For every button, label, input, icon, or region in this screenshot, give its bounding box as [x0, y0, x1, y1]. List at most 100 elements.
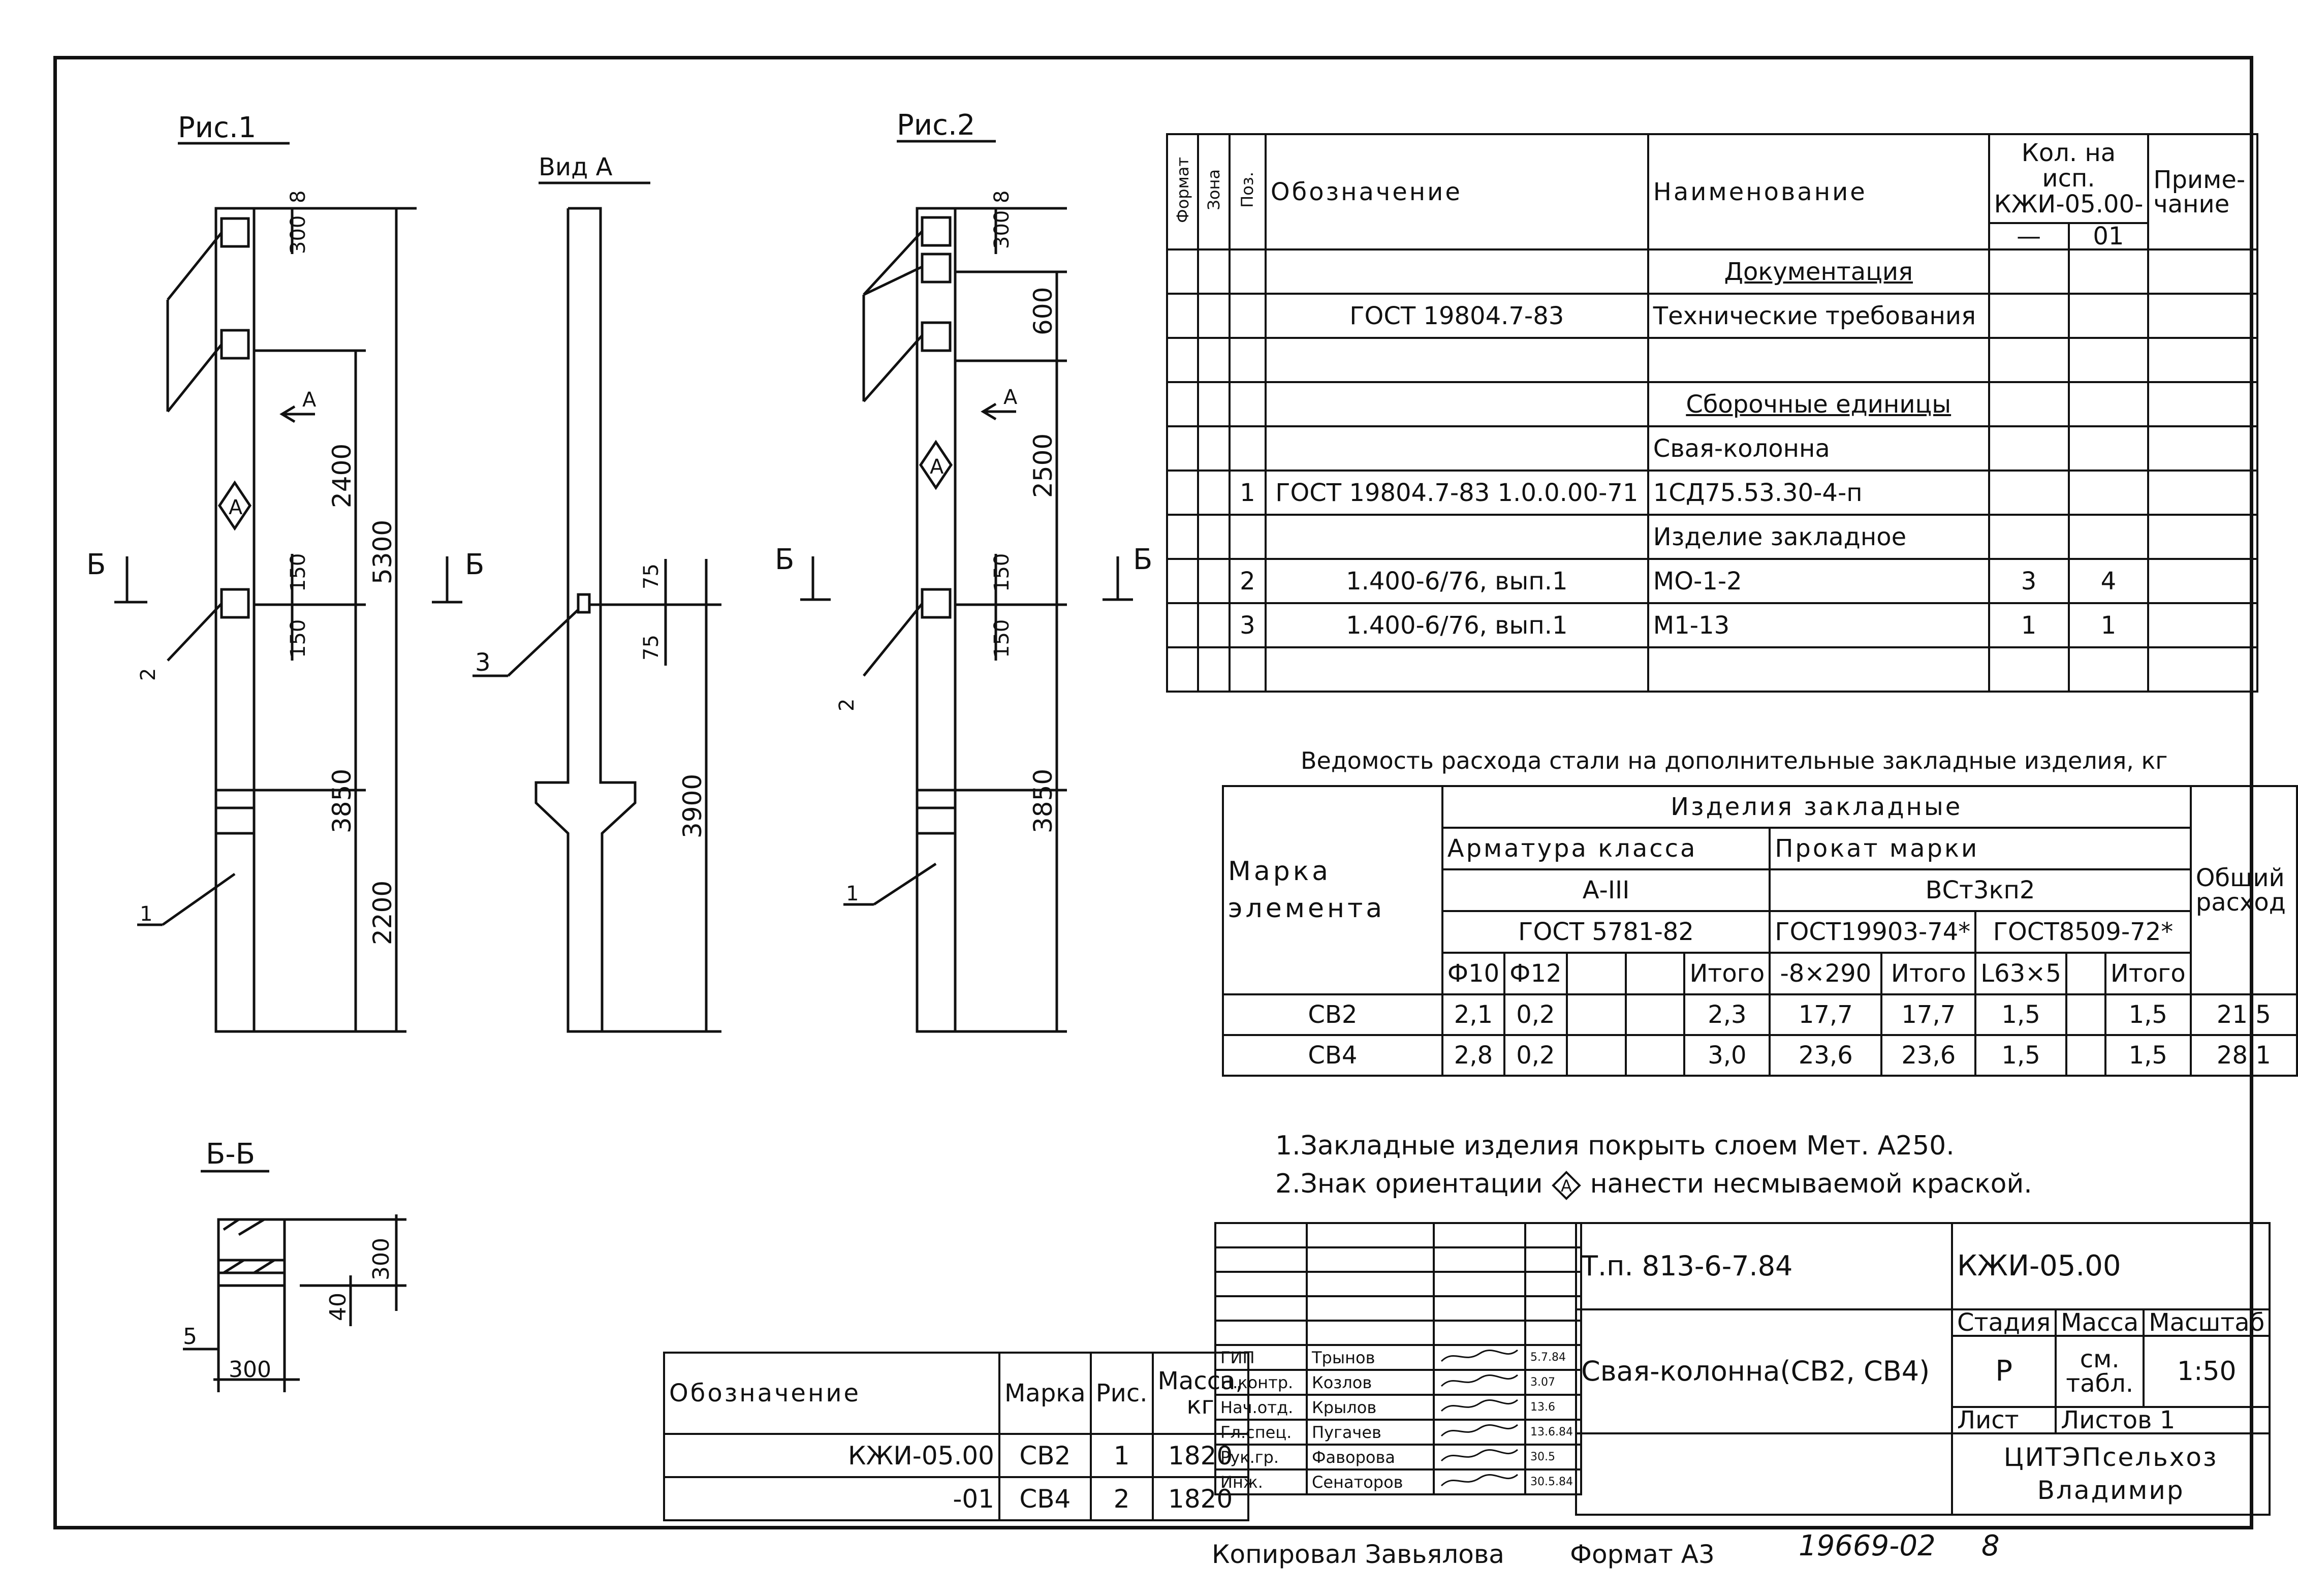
- spec-cell-q1: [1988, 248, 2070, 295]
- spec-h-qty-a: —: [1988, 222, 2070, 251]
- steel-col-header: [1624, 952, 1686, 995]
- steel-h-total: Общий расход: [2189, 785, 2298, 995]
- fig1-sec-right: Б: [465, 548, 484, 581]
- steel-value: 1,5: [2104, 993, 2192, 1036]
- steel-h-group: Изделия закладные: [1441, 785, 2192, 829]
- spec-cell-empty: [1166, 381, 1200, 427]
- spec-h-qty: Кол. на исп. КЖИ-05.00-: [1988, 133, 2150, 224]
- spec-h-designation: Обозначение: [1264, 133, 1649, 251]
- spec-h-name: Наименование: [1647, 133, 1990, 251]
- steel-value: [1624, 993, 1686, 1036]
- section-title: Б-Б: [206, 1138, 255, 1171]
- steel-value: 1,5: [1974, 993, 2067, 1036]
- signer-date: 3.07: [1524, 1369, 1582, 1396]
- spec-cell-empty: [2147, 381, 2258, 427]
- spec-cell-empty: [2147, 470, 2258, 516]
- steel-h-rolled-gost-a: ГОСТ19903-74*: [1769, 910, 1977, 954]
- steel-total: 21,5: [2189, 993, 2298, 1036]
- variant-fig: 1: [1089, 1433, 1154, 1478]
- spec-cell-empty: [1166, 558, 1200, 604]
- fig2-dim-150a: 150: [990, 553, 1014, 592]
- fig1-dim-150b: 150: [287, 619, 310, 658]
- signer-date: 13.6.84: [1524, 1419, 1582, 1446]
- spec-cell-q2: [2067, 248, 2150, 295]
- spec-h-pos: Поз.: [1228, 133, 1267, 251]
- section-dim-300v: 300: [368, 1238, 394, 1280]
- fig2-drawing: Рис.2 А 300 8 600 2500 150 150: [775, 109, 1152, 1033]
- fig1-drawing: Рис.1 А 300 8 2400 5300 150 150: [86, 111, 484, 1033]
- spec-cell-empty: [2147, 514, 2258, 560]
- spec-cell-name: Свая-колонна: [1647, 425, 1990, 472]
- fig1-orient-mark: А: [229, 496, 243, 519]
- steel-value: [2065, 1034, 2106, 1077]
- steel-h-rolled-gost-b: ГОСТ8509-72*: [1974, 910, 2192, 954]
- spec-cell-q1: [1988, 425, 2070, 472]
- var-h-mark: Марка: [998, 1352, 1092, 1435]
- steel-h-armature: Арматура класса: [1441, 827, 1771, 870]
- fig2-sec-left: Б: [775, 543, 794, 576]
- steel-value: 1,5: [2104, 1034, 2192, 1077]
- spec-cell-pos: [1228, 293, 1267, 339]
- orient-mark-icon: А: [1551, 1170, 1582, 1201]
- signature-image: [1433, 1369, 1526, 1396]
- spec-cell-empty: [1166, 514, 1200, 560]
- steel-col-header: -8×290: [1769, 952, 1883, 995]
- spec-cell-q2: [2067, 646, 2150, 693]
- spec-cell-empty: [1197, 602, 1231, 648]
- var-h-fig: Рис.: [1089, 1352, 1154, 1435]
- tb-org2: Владимир: [2037, 1476, 2185, 1505]
- tb-org: ЦИТЭПсельхоз Владимир: [1950, 1432, 2271, 1516]
- footer-format: Формат А3: [1570, 1540, 1715, 1569]
- signature-image: [1433, 1394, 1526, 1421]
- fig2-callout-2: 2: [835, 699, 859, 711]
- spec-cell-empty: [1166, 337, 1200, 383]
- note-2-mark: А: [1561, 1176, 1572, 1196]
- spec-cell-q2: 4: [2067, 558, 2150, 604]
- spec-cross-cell: [2067, 470, 2150, 516]
- steel-h-armature-class: А-III: [1441, 868, 1771, 912]
- signer-date: 5.7.84: [1524, 1344, 1582, 1371]
- spec-cell-name: [1647, 646, 1990, 693]
- spec-cell-pos: [1228, 248, 1267, 295]
- fig1-dim-150a: 150: [287, 553, 310, 592]
- tb-org1: ЦИТЭПсельхоз: [2003, 1443, 2218, 1472]
- variant-mark: СВ4: [998, 1476, 1092, 1521]
- spec-cell-name: Документация: [1647, 248, 1990, 295]
- steel-title: Ведомость расхода стали на дополнительны…: [1301, 747, 2168, 774]
- spec-cell-empty: [1197, 337, 1231, 383]
- signer-role: ГИП: [1214, 1344, 1308, 1371]
- spec-cell-pos: 3: [1228, 602, 1267, 648]
- spec-cell-empty: [1197, 646, 1231, 693]
- spec-cell-q2: [2067, 425, 2150, 472]
- spec-cell-q1: 1: [1988, 602, 2070, 648]
- steel-col-header: Итого: [1683, 952, 1771, 995]
- steel-value: 0,2: [1503, 1034, 1568, 1077]
- footer-copied: Копировал Завьялова: [1212, 1540, 1504, 1569]
- viewa-callout-3: 3: [475, 648, 491, 677]
- spec-cell-empty: [1197, 381, 1231, 427]
- signer-name: Пугачев: [1306, 1419, 1435, 1446]
- tb-project: Т.п. 813-6-7.84: [1575, 1222, 1953, 1310]
- spec-cross-cell: [1988, 470, 2070, 516]
- spec-row: Изделие закладное: [1166, 514, 2258, 560]
- spec-cell-name: [1647, 337, 1990, 383]
- footer-number: 19669-02: [1799, 1529, 1936, 1562]
- spec-row: [1166, 337, 2258, 383]
- spec-cell-empty: [2147, 558, 2258, 604]
- steel-value: 2,1: [1441, 993, 1506, 1036]
- fig1-sec-left: Б: [86, 548, 106, 581]
- fig2-dim-8: 8: [990, 191, 1014, 203]
- steel-value: [1565, 1034, 1627, 1077]
- spec-cell-designation: [1264, 425, 1649, 472]
- spec-cell-pos: 2: [1228, 558, 1267, 604]
- tb-scale-h: Масштаб: [2143, 1308, 2271, 1337]
- steel-col-header: Итого: [2104, 952, 2192, 995]
